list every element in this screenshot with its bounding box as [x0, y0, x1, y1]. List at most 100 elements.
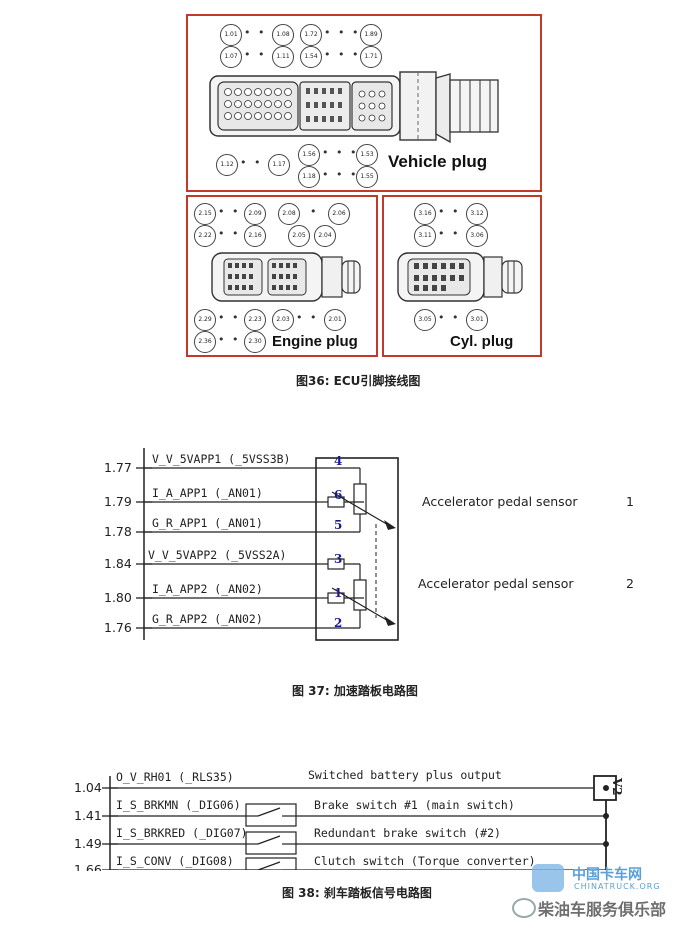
- pin-circle: 1.18: [298, 166, 320, 188]
- pin-circle: 3.11: [414, 225, 436, 247]
- fig37-caption: 图 37: 加速踏板电路图: [292, 684, 418, 698]
- fig37-wiring: [136, 448, 399, 641]
- vehicle-plug-drawing: [209, 71, 499, 144]
- pin-circle: 2.04: [314, 225, 336, 247]
- pin-circle: 2.01: [324, 309, 346, 331]
- pin-circle: 1.55: [356, 166, 378, 188]
- pin-number: 1.77: [104, 460, 132, 475]
- dots: •: [310, 205, 319, 218]
- dots: • • •: [218, 227, 255, 240]
- terminal-number: 1: [334, 586, 343, 600]
- pin-circle: 1.89: [360, 24, 382, 46]
- signal-name: G_R_APP1 (_AN01): [152, 516, 263, 530]
- pin-circle: 3.05: [414, 309, 436, 331]
- pin-circle: 2.05: [288, 225, 310, 247]
- terminal-number: 6: [334, 488, 343, 502]
- pin-circle: 2.23: [244, 309, 266, 331]
- dots: • • •: [296, 311, 333, 324]
- signal-description: Clutch switch (Torque converter): [314, 854, 536, 868]
- pin-circle: 1.54: [300, 46, 322, 68]
- pin-circle: 3.12: [466, 203, 488, 225]
- signal-description: Switched battery plus output: [308, 768, 502, 782]
- dots: • • •: [218, 311, 255, 324]
- watermark-brand: 中国卡车网: [572, 867, 642, 883]
- dots: • • •: [438, 205, 475, 218]
- pin-circle: 1.12: [216, 154, 238, 176]
- signal-name: I_A_APP1 (_AN01): [152, 486, 263, 500]
- pin-circle: 3.16: [414, 203, 436, 225]
- terminal-number: 5: [334, 518, 343, 532]
- sensor2-label: Accelerator pedal sensor: [418, 576, 574, 591]
- terminal-number: 4: [334, 454, 343, 468]
- dots: • • •: [438, 311, 475, 324]
- engine-plug-panel: 2.15 • • • 2.09 2.08 • 2.06 2.22 • • • 2…: [186, 195, 378, 357]
- vehicle-plug-label: Vehicle plug: [388, 152, 488, 171]
- watermark-brand-en: CHINATRUCK.ORG: [574, 882, 661, 891]
- pin-number: 1.80: [104, 590, 132, 605]
- signal-name: O_V_RH01 (_RLS35): [116, 770, 234, 784]
- pin-circle: 1.01: [220, 24, 242, 46]
- vehicle-plug-panel: 1.01 • • • 1.08 1.72 • • • • 1.89 1.07 •…: [186, 14, 542, 192]
- pin-circle: 2.06: [328, 203, 350, 225]
- pin-number: 1.79: [104, 494, 132, 509]
- pin-circle: 2.36: [194, 331, 216, 353]
- pin-circle: 2.15: [194, 203, 216, 225]
- truck-logo-icon: [532, 864, 564, 892]
- pin-number: 1.49: [74, 836, 102, 851]
- signal-name: I_A_APP2 (_AN02): [152, 582, 263, 596]
- signal-name: V_V_5VAPP2 (_5VSS2A): [148, 548, 287, 562]
- signal-name: V_V_5VAPP1 (_5VSS3B): [152, 452, 291, 466]
- pin-circle: 2.09: [244, 203, 266, 225]
- pin-number: 1.78: [104, 524, 132, 539]
- fig38-wiring: [102, 775, 617, 870]
- signal-name: I_S_BRKRED (_DIG07): [116, 826, 248, 840]
- dots: • • •: [218, 205, 255, 218]
- pin-circle: 2.22: [194, 225, 216, 247]
- dots: • • •: [244, 26, 281, 39]
- pin-circle: 2.29: [194, 309, 216, 331]
- sensor1-label: Accelerator pedal sensor: [422, 494, 578, 509]
- signal-description: Brake switch #1 (main switch): [314, 798, 515, 812]
- sensor2-number: 2: [626, 576, 634, 591]
- pin-number: 1.76: [104, 620, 132, 635]
- signal-name: I_S_BRKMN (_DIG06): [116, 798, 241, 812]
- pin-number: 1.41: [74, 808, 102, 823]
- pin-number: 1.04: [74, 780, 102, 795]
- terminal-number: 3: [334, 552, 343, 566]
- pin-circle: 1.08: [272, 24, 294, 46]
- engine-plug-drawing: [211, 252, 361, 302]
- cyl-plug-panel: 3.16 • • • 3.12 3.11 • • • 3.06 3.05 • •…: [382, 195, 542, 357]
- pin-circle: 1.11: [272, 46, 294, 68]
- wechat-icon: [512, 898, 536, 918]
- pin-circle: 1.72: [300, 24, 322, 46]
- pin-circle: 1.17: [268, 154, 290, 176]
- sensor1-number: 1: [626, 494, 634, 509]
- dots: • • •: [244, 48, 281, 61]
- pin-circle: 1.71: [360, 46, 382, 68]
- pin-circle: 1.07: [220, 46, 242, 68]
- pin-circle: 3.06: [466, 225, 488, 247]
- signal-name: I_S_CONV (_DIG08): [116, 854, 234, 868]
- cyl-plug-drawing: [397, 252, 523, 302]
- pin-circle: 2.08: [278, 203, 300, 225]
- fig38-caption: 图 38: 刹车踏板信号电路图: [282, 886, 432, 900]
- pin-number: 1.66: [74, 862, 102, 871]
- pin-circle: 2.03: [272, 309, 294, 331]
- pin-circle: 2.30: [244, 331, 266, 353]
- terminal-number: 2: [334, 616, 343, 630]
- dots: • • •: [438, 227, 475, 240]
- pin-circle: 1.56: [298, 144, 320, 166]
- pin-circle: 1.53: [356, 144, 378, 166]
- signal-description: Redundant brake switch (#2): [314, 826, 501, 840]
- cyl-plug-label: Cyl. plug: [450, 333, 514, 350]
- dots: • • •: [240, 156, 277, 169]
- engine-plug-label: Engine plug: [272, 333, 358, 350]
- pin-circle: 3.01: [466, 309, 488, 331]
- dots: • • •: [218, 333, 255, 346]
- watermark-club: 柴油车服务俱乐部: [538, 900, 667, 919]
- fig36-caption: 图36: ECU引脚接线图: [296, 374, 421, 388]
- connector-label-v2: V2: [610, 778, 624, 796]
- signal-name: G_R_APP2 (_AN02): [152, 612, 263, 626]
- pin-circle: 2.16: [244, 225, 266, 247]
- pin-number: 1.84: [104, 556, 132, 571]
